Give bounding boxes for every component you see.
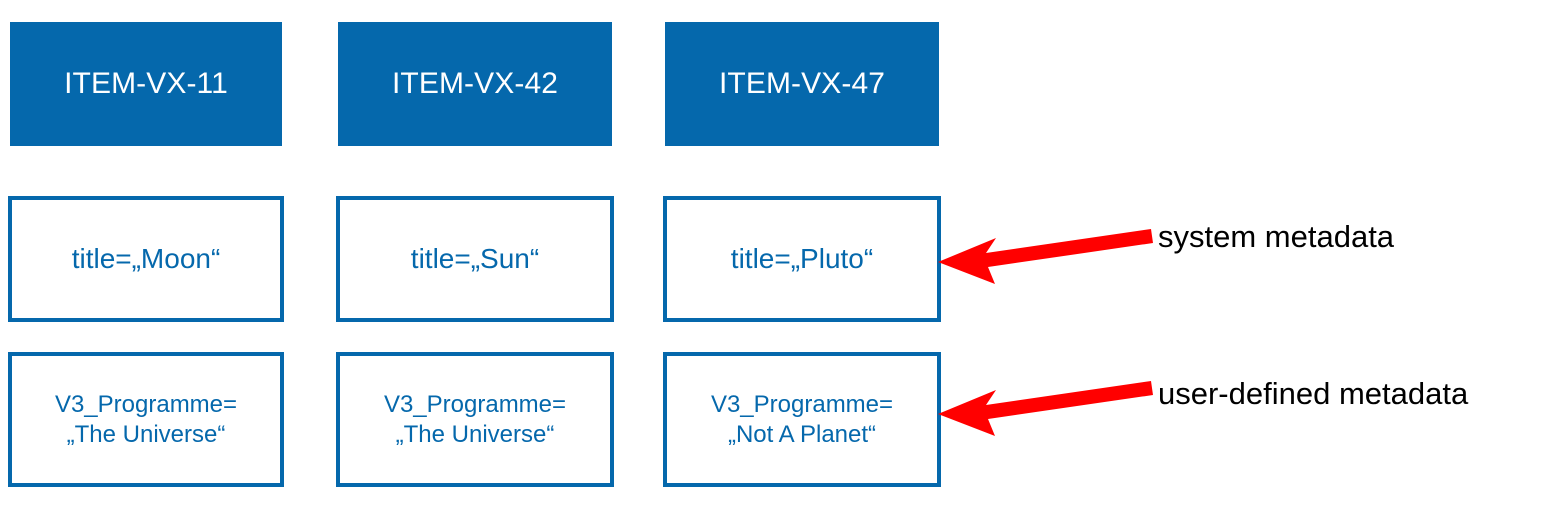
system-metadata-box-col-1[interactable]: title=„Moon“ xyxy=(8,196,284,322)
annotation-label-system-metadata: system metadata xyxy=(1158,219,1395,254)
user-metadata-label-col-2: V3_Programme= „The Universe“ xyxy=(383,390,567,448)
system-metadata-box-col-3[interactable]: title=„Pluto“ xyxy=(663,196,941,322)
user-metadata-box-col-3[interactable]: V3_Programme= „Not A Planet“ xyxy=(663,352,941,487)
item-box-col-3[interactable]: ITEM-VX-47 xyxy=(665,22,939,146)
user-metadata-box-col-2[interactable]: V3_Programme= „The Universe“ xyxy=(336,352,614,487)
user-metadata-box-col-1[interactable]: V3_Programme= „The Universe“ xyxy=(8,352,284,487)
system-metadata-arrow xyxy=(938,229,1153,284)
system-metadata-label-col-2: title=„Sun“ xyxy=(410,242,540,274)
user-metadata-arrow xyxy=(938,381,1153,436)
item-id-label-col-1: ITEM-VX-11 xyxy=(64,66,228,100)
item-box-col-1[interactable]: ITEM-VX-11 xyxy=(10,22,282,146)
system-metadata-label-col-3: title=„Pluto“ xyxy=(730,242,874,274)
item-box-col-2[interactable]: ITEM-VX-42 xyxy=(338,22,612,146)
system-metadata-box-col-2[interactable]: title=„Sun“ xyxy=(336,196,614,322)
item-id-label-col-2: ITEM-VX-42 xyxy=(391,66,559,100)
system-metadata-label-col-1: title=„Moon“ xyxy=(71,242,221,274)
user-metadata-label-col-1: V3_Programme= „The Universe“ xyxy=(54,390,238,448)
item-id-label-col-3: ITEM-VX-47 xyxy=(718,66,886,100)
user-metadata-label-col-3: V3_Programme= „Not A Planet“ xyxy=(710,390,894,448)
annotation-label-user-defined-metadata: user-defined metadata xyxy=(1158,376,1469,411)
